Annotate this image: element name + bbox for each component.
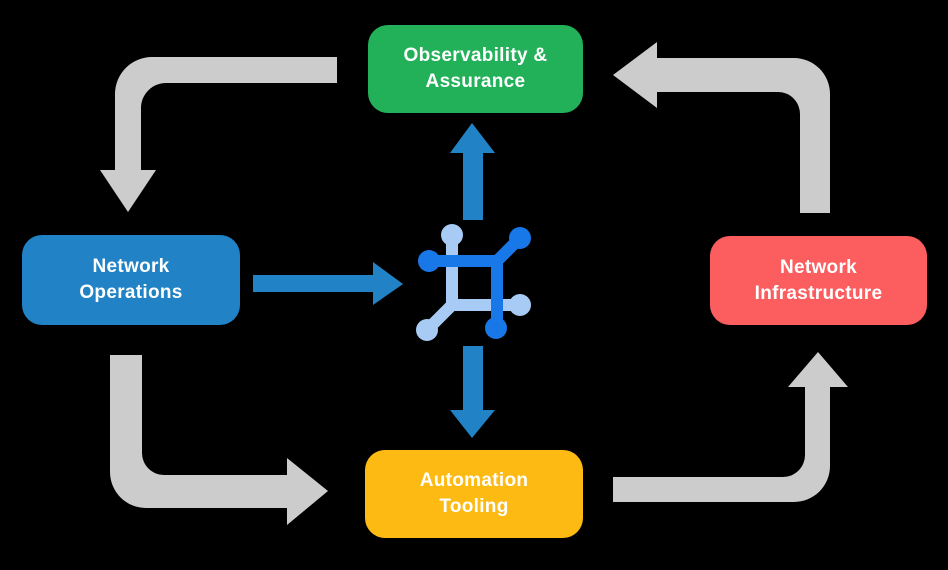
arrow-infrastructure-to-observability xyxy=(613,42,830,213)
arrow-automation-to-infrastructure xyxy=(613,352,848,502)
network-fabric-icon xyxy=(416,224,531,341)
node-observability-assurance-label: Observability & Assurance xyxy=(403,45,548,92)
node-automation-tooling: Automation Tooling xyxy=(365,450,583,538)
arrow-center-to-automation xyxy=(450,346,495,438)
arrow-observability-to-operations xyxy=(100,57,337,212)
node-observability-assurance: Observability & Assurance xyxy=(368,25,583,113)
node-network-infrastructure: Network Infrastructure xyxy=(710,236,927,325)
node-network-operations-label: Network Operations xyxy=(79,256,183,303)
arrow-operations-to-automation xyxy=(110,355,328,525)
arrow-operations-to-center xyxy=(253,262,403,305)
node-network-operations: Network Operations xyxy=(22,235,240,325)
arrow-center-to-observability xyxy=(450,123,495,220)
node-automation-tooling-label: Automation Tooling xyxy=(419,470,529,517)
network-fabric-icon-light-nodes xyxy=(416,224,531,341)
node-network-infrastructure-label: Network Infrastructure xyxy=(754,256,883,304)
network-fabric-icon-dark-nodes xyxy=(418,227,531,339)
